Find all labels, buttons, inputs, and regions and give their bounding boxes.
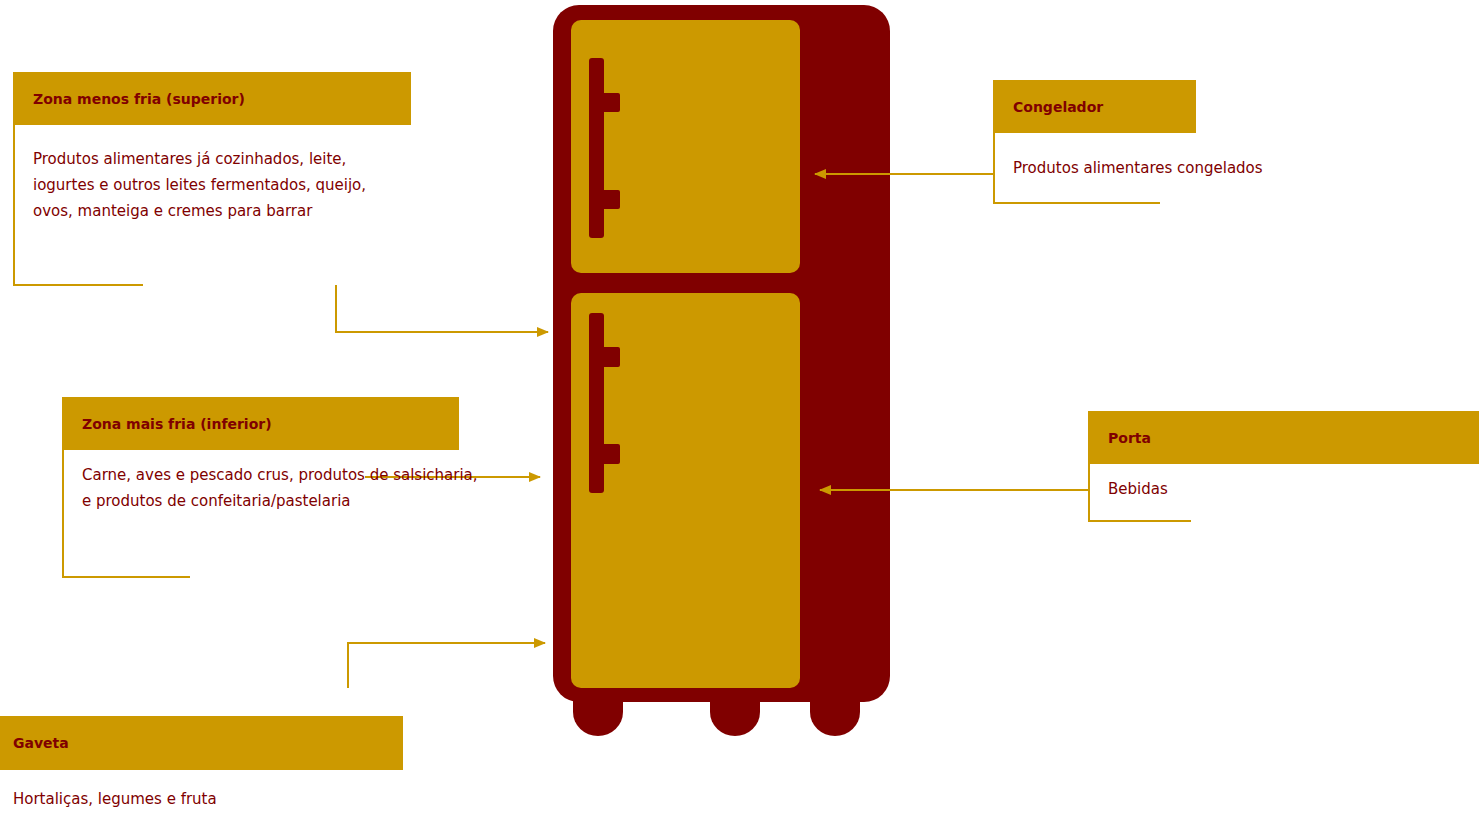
callout-header-band: Zona menos fria (superior) — [13, 72, 411, 125]
door-handle — [589, 58, 620, 493]
fridge-door — [571, 293, 800, 688]
callout-header-band: Gaveta — [0, 716, 403, 770]
callout-text: Produtos alimentares congelados — [1013, 155, 1333, 181]
fridge-body — [553, 5, 890, 702]
callout-heading: Zona mais fria (inferior) — [82, 416, 272, 432]
callout-header-band: Zona mais fria (inferior) — [62, 397, 459, 450]
callout-box: Zona mais fria (inferior)Carne, aves e p… — [62, 397, 459, 450]
callout-heading: Gaveta — [13, 735, 69, 751]
callout-rule — [14, 125, 1191, 577]
callout-text: Hortaliças, legumes e fruta — [13, 786, 393, 812]
callout-box: Zona menos fria (superior)Produtos alime… — [13, 72, 411, 125]
freezer-door — [571, 20, 800, 273]
callout-heading: Porta — [1108, 430, 1151, 446]
callout-text: Carne, aves e pescado crus, produtos de … — [82, 462, 482, 514]
callout-box: PortaBebidas — [1088, 411, 1479, 464]
callout-header-band: Congelador — [993, 80, 1196, 133]
callout-heading: Zona menos fria (superior) — [33, 91, 245, 107]
callout-text: Bebidas — [1108, 476, 1408, 502]
callout-header-band: Porta — [1088, 411, 1479, 464]
callout-box: CongeladorProdutos alimentares congelado… — [993, 80, 1196, 133]
callout-heading: Congelador — [1013, 99, 1103, 115]
callout-box: GavetaHortaliças, legumes e fruta — [0, 716, 403, 770]
callout-text: Produtos alimentares já cozinhados, leit… — [33, 146, 393, 224]
